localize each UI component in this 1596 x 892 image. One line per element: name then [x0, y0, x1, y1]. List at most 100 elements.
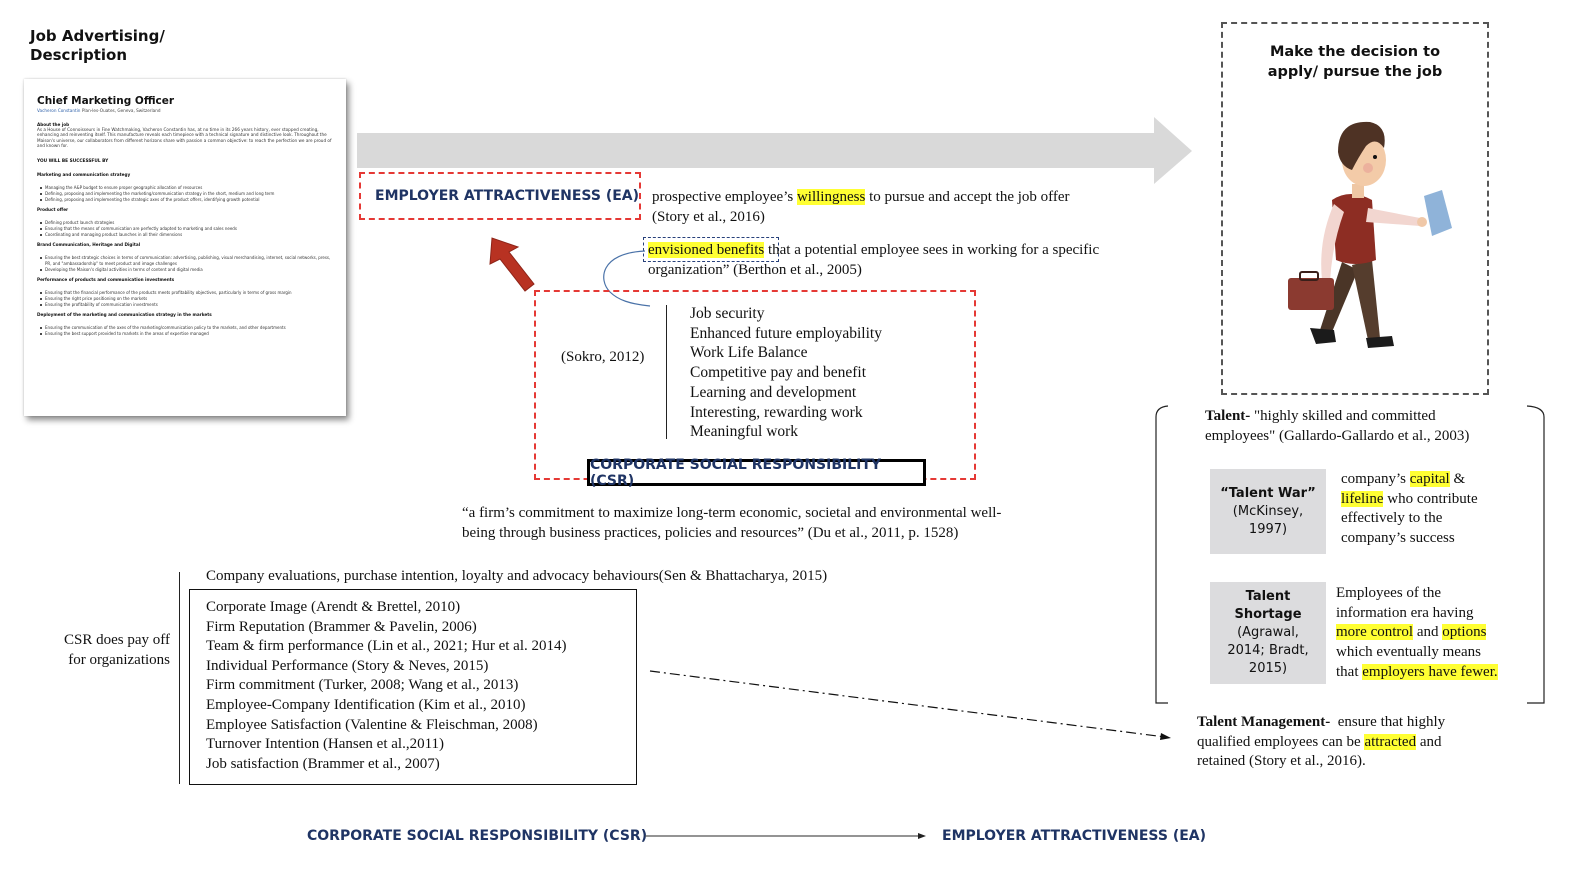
- ea-def1-citation: (Story et al., 2016): [652, 208, 765, 225]
- bracket-right: [1526, 405, 1545, 704]
- ea-definition-2: envisioned benefits that a potential emp…: [648, 241, 1158, 280]
- outcomes-box: [189, 589, 637, 785]
- job-section-item: Ensuring the right price positioning on …: [40, 296, 336, 302]
- highlight-willingness: willingness: [796, 189, 866, 205]
- job-section-heading: Marketing and communication strategy: [37, 172, 131, 178]
- highlight-capital: capital: [1409, 471, 1450, 487]
- job-company: Vacheron Constantin: [37, 108, 81, 113]
- job-section: Performance of products and communicatio…: [37, 277, 336, 308]
- highlight-more-control: more control: [1336, 624, 1414, 641]
- job-section-item: Ensuring the best support provided to ma…: [40, 331, 336, 337]
- briefcase-handle: [1299, 271, 1319, 281]
- big-flow-arrow: [357, 117, 1192, 184]
- job-section-items: Managing the A&P budget to ensure proper…: [37, 185, 336, 203]
- talent-bracket: [1155, 405, 1545, 704]
- war-mid: &: [1449, 471, 1466, 487]
- talent-def-l1: "highly skilled and committed: [1250, 408, 1436, 424]
- job-ad-label-text: Job Advertising/ Description: [30, 27, 165, 64]
- ea-label: EMPLOYER ATTRACTIVENESS (EA): [375, 188, 640, 204]
- front-leg: [1352, 260, 1380, 340]
- hair: [1338, 121, 1385, 170]
- talent-shortage-text: Employees of the information era having …: [1336, 584, 1536, 683]
- talent-war-title: “Talent War”: [1220, 485, 1316, 501]
- outcome-item: Employee-Company Identification (Kim et …: [206, 696, 526, 713]
- job-section: Deployment of the marketing and communic…: [37, 312, 336, 337]
- ea-def1-post: to pursue and accept the job offer: [865, 189, 1070, 205]
- outcome-item: Job satisfaction (Brammer et al., 2007): [206, 755, 440, 772]
- csr-pays-line1: CSR does pay off: [64, 632, 170, 648]
- ea-def2-post: that a potential employee sees in workin…: [764, 242, 1100, 258]
- tm-text3: retained (Story et al., 2016).: [1197, 753, 1366, 770]
- job-section: Brand Communication, Heritage and Digita…: [37, 242, 336, 273]
- tm-text2-post: and: [1416, 733, 1442, 750]
- ea-definition-1: prospective employee’s willingness to pu…: [652, 188, 1070, 227]
- shortage-line5-pre: that: [1336, 663, 1363, 680]
- shortage-cite-l2: 2014; Bradt,: [1227, 643, 1309, 658]
- job-section-heading: Product offer: [37, 207, 69, 213]
- benefit-item: Learning and development: [690, 383, 857, 401]
- job-section-item: Coordinating and managing product launch…: [40, 232, 336, 238]
- ea-dashed-box: [359, 172, 641, 220]
- outcomes-list: Corporate Image (Arendt & Brettel, 2010)…: [206, 598, 567, 774]
- talent-shortage-box: Talent Shortage (Agrawal, 2014; Bradt, 2…: [1210, 582, 1326, 684]
- flow-arrow: [645, 833, 926, 839]
- decision-title-line1: Make the decision to: [1269, 44, 1441, 60]
- talent-war-box: “Talent War” (McKinsey, 1997): [1210, 469, 1326, 554]
- outcome-item: Employee Satisfaction (Valentine & Fleis…: [206, 716, 538, 733]
- csr-pays-line2: for organizations: [68, 651, 170, 668]
- outcome-item: Firm Reputation (Brammer & Pavelin, 2006…: [206, 618, 477, 635]
- benefits-divider: [666, 305, 667, 439]
- neck: [1352, 184, 1364, 198]
- job-section-items: Ensuring that the financial performance …: [37, 290, 336, 308]
- job-section-items: Ensuring the best strategic choices in t…: [37, 255, 336, 273]
- job-section-heading: Performance of products and communicatio…: [37, 277, 175, 283]
- highlight-envisioned-benefits: envisioned benefits: [648, 242, 765, 258]
- job-location: Plan-les-Ouates, Geneva, Switzerland: [81, 108, 161, 113]
- highlight-lifeline: lifeline: [1341, 490, 1384, 507]
- shortage-title-l1: Talent: [1245, 589, 1291, 604]
- back-arm: [1321, 204, 1344, 282]
- shortage-and: and: [1413, 624, 1443, 641]
- csr-pays-label: CSR does pay off for organizations: [40, 631, 170, 670]
- outcome-item: Individual Performance (Story & Neves, 2…: [206, 657, 489, 674]
- briefcase-icon: [1288, 278, 1334, 310]
- job-section-item: Ensuring that the means of communication…: [40, 226, 336, 232]
- job-section-items: Ensuring the communication of the axes o…: [37, 325, 336, 337]
- red-up-arrow-icon: [489, 237, 535, 292]
- flow-csr-label: CORPORATE SOCIAL RESPONSIBILITY (CSR): [307, 828, 648, 844]
- outcome-item: Firm commitment (Turker, 2008; Wang et a…: [206, 677, 519, 694]
- back-shoe: [1310, 328, 1336, 344]
- shortage-cite-l1: (Agrawal,: [1237, 625, 1299, 640]
- back-leg: [1320, 262, 1358, 332]
- front-shoe: [1366, 336, 1394, 348]
- dashdot-line: [649, 670, 1166, 738]
- highlight-attracted: attracted: [1364, 733, 1417, 750]
- job-section-item: Defining, proposing and implementing the…: [40, 197, 336, 203]
- benefit-item: Interesting, rewarding work: [690, 403, 863, 421]
- talent-definition: Talent- "highly skilled and committed em…: [1205, 407, 1525, 446]
- shortage-line1: Employees of the: [1336, 585, 1441, 601]
- hand: [1417, 217, 1427, 227]
- about-text: As a House of Connoisseurs in Fine Watch…: [37, 127, 332, 148]
- job-section-heading: Deployment of the marketing and communic…: [37, 312, 212, 318]
- job-section-item: Managing the A&P budget to ensure proper…: [40, 185, 336, 191]
- flow-arrowhead: [918, 833, 926, 839]
- big-arrow-shape: [357, 117, 1192, 184]
- shortage-title-l2: Shortage: [1234, 607, 1302, 622]
- company-evaluations: Company evaluations, purchase intention,…: [206, 568, 828, 584]
- war-post2: effectively to the: [1341, 510, 1443, 527]
- job-section-item: Defining product launch strategies: [40, 220, 336, 226]
- benefit-item: Job security: [690, 305, 765, 322]
- decision-title: Make the decision to apply/ pursue the j…: [1240, 42, 1470, 82]
- job-section-item: Ensuring the profitability of communicat…: [40, 302, 336, 308]
- ea-def1-pre: prospective employee’s: [652, 189, 797, 205]
- talent-management-text: Talent Management- ensure that highly qu…: [1197, 713, 1527, 772]
- shortage-line2: information era having: [1336, 604, 1474, 621]
- benefit-item: Competitive pay and benefit: [690, 364, 867, 382]
- cheek: [1363, 163, 1373, 173]
- csr-pays-divider: [179, 572, 180, 784]
- benefit-item: Work Life Balance: [690, 344, 808, 362]
- flow-ea-label: EMPLOYER ATTRACTIVENESS (EA): [942, 828, 1207, 844]
